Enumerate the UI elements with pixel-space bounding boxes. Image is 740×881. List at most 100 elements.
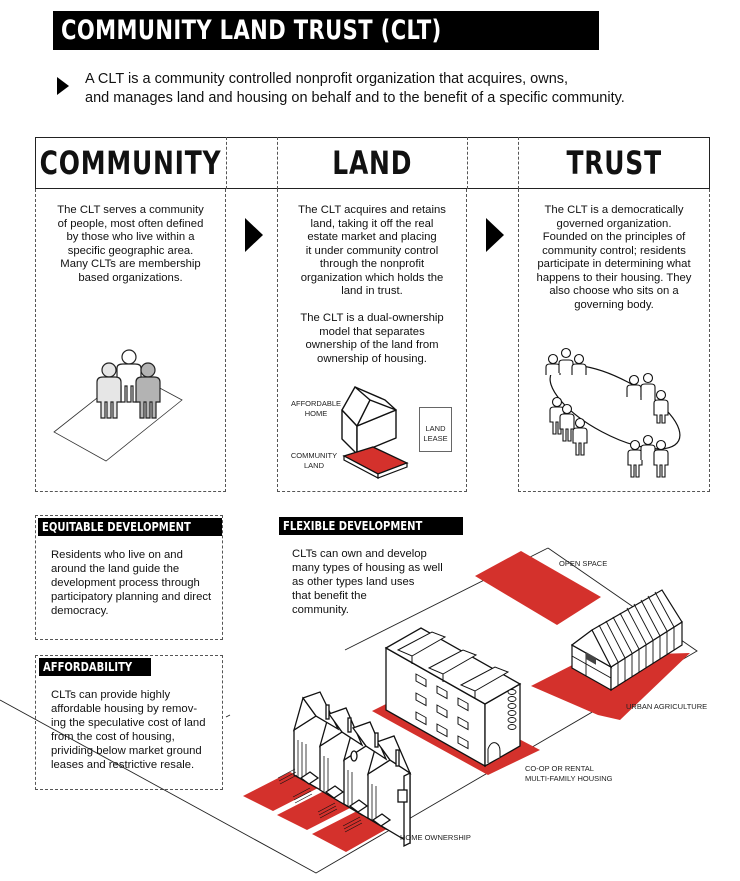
intro-text: A CLT is a community controlled nonprofi…: [85, 70, 725, 108]
text-line: CLTs can own and develop: [292, 548, 427, 560]
urban-agriculture-label: URBAN AGRICULTURE: [626, 702, 708, 711]
heading-trust: TRUST: [518, 137, 710, 189]
pillars-header-frame: [35, 137, 710, 189]
rowhouses-icon: [292, 691, 412, 848]
text-line: ownership of housing.: [317, 352, 427, 365]
home-ownership-label: HOME OWNERSHIP: [400, 833, 471, 842]
text-line: democracy.: [51, 605, 109, 617]
text-line: that benefit the: [292, 590, 367, 602]
text-line: based organizations.: [78, 271, 183, 284]
text-line: by those who live within a: [66, 231, 195, 243]
text-line: The CLT is a democratically: [544, 204, 684, 216]
community-description: The CLT serves a community of people, mo…: [40, 204, 221, 285]
land-description: The CLT acquires and retains land, takin…: [281, 204, 463, 299]
open-space-label: OPEN SPACE: [559, 559, 608, 568]
text-line: Founded on the principles of: [542, 231, 686, 243]
title-text: COMMUNITY LAND TRUST (CLT): [61, 15, 442, 46]
text-line: land in trust.: [341, 285, 403, 297]
text-line: Many CLTs are membership: [60, 258, 201, 270]
open-space-parcel: [475, 551, 601, 625]
trust-description: The CLT is a democratically governed org…: [522, 204, 706, 312]
text-line: from the cost of housing,: [51, 731, 175, 743]
page-title: COMMUNITY LAND TRUST (CLT): [53, 11, 599, 50]
text-line: through the nonprofit: [319, 258, 425, 270]
divider: [277, 137, 278, 189]
text-line: development process through: [51, 577, 200, 589]
land-dual-ownership: The CLT is a dual-ownership model that s…: [281, 312, 463, 366]
label-line: LAND: [425, 424, 446, 433]
text-line: estate market and placing: [307, 231, 437, 243]
text-line: land, taking it off the real: [310, 217, 434, 230]
equitable-development-panel: [35, 515, 223, 640]
bullet-arrow-icon: [57, 77, 69, 95]
flexible-development-text: CLTs can own and develop many types of h…: [292, 547, 452, 617]
tag-text: FLEXIBLE DEVELOPMENT: [283, 518, 423, 533]
label-line: MULTI-FAMILY HOUSING: [525, 774, 613, 783]
text-line: of people, most often defined: [57, 217, 204, 230]
text-line: ownership of the land from: [305, 339, 439, 351]
apartment-building-icon: [384, 627, 522, 768]
tag-text: EQUITABLE DEVELOPMENT: [42, 519, 191, 534]
coop-rental-label: CO-OP OR RENTAL MULTI-FAMILY HOUSING: [525, 764, 613, 784]
flexible-development-tag: FLEXIBLE DEVELOPMENT: [279, 517, 463, 535]
text-line: The CLT is a dual-ownership: [300, 312, 444, 324]
divider: [226, 137, 227, 189]
land-panel: [277, 189, 467, 492]
board-table-icon: [545, 347, 681, 478]
label-line: LAND: [303, 460, 324, 470]
people-on-land-icon: [53, 349, 183, 462]
text-line: The CLT acquires and retains: [298, 204, 446, 216]
equitable-development-text: Residents who live on and around the lan…: [51, 548, 223, 618]
text-line: many types of housing as well: [292, 562, 443, 574]
text-line: CLTs can provide highly: [51, 689, 171, 701]
greenhouse-icon: [570, 589, 683, 692]
text-line: organization which holds the: [300, 271, 444, 284]
text-line: specific geographic area.: [67, 244, 194, 257]
affordable-home-label: AFFORDABLE HOME: [286, 399, 346, 418]
text-line: Residents who live on and: [51, 549, 183, 561]
text-line: model that separates: [319, 325, 425, 338]
text-line: leases and restrictive resale.: [51, 759, 195, 771]
arrow-right-icon: [245, 218, 263, 252]
affordability-panel: [35, 655, 223, 790]
equitable-development-tag: EQUITABLE DEVELOPMENT: [38, 518, 222, 536]
label-line: LEASE: [423, 433, 448, 443]
text-line: The CLT serves a community: [57, 204, 204, 216]
community-panel: [35, 189, 226, 492]
text-line: it under community control: [305, 244, 439, 257]
heading-community: COMMUNITY: [35, 137, 226, 189]
trust-panel: [518, 189, 710, 492]
text-line: governed organization.: [556, 217, 672, 230]
heading-text: TRUST: [566, 144, 662, 182]
label-line: HOME: [304, 408, 328, 418]
text-line: as other types land uses: [292, 576, 415, 588]
text-line: happens to their housing. They: [536, 271, 692, 284]
divider: [467, 137, 468, 189]
arrow-right-icon: [486, 218, 504, 252]
text-line: community control; residents: [542, 244, 686, 257]
text-line: governing body.: [574, 298, 654, 311]
heading-text: LAND: [332, 144, 412, 182]
heading-land: LAND: [277, 137, 467, 189]
affordability-tag: AFFORDABILITY: [39, 658, 151, 676]
text-line: prividing below market ground: [51, 745, 202, 757]
affordability-text: CLTs can provide highly affordable housi…: [51, 688, 223, 772]
land-lease-document: [419, 407, 452, 452]
text-line: participate in determining what: [537, 258, 691, 270]
label-line: CO-OP OR RENTAL: [525, 764, 594, 773]
text-line: community.: [292, 604, 349, 616]
text-line: also choose who sits on a: [549, 285, 679, 297]
text-line: affordable housing by remov-: [51, 703, 198, 715]
label-line: AFFORDABLE: [290, 399, 341, 408]
divider: [518, 137, 519, 189]
label-line: COMMUNITY: [290, 451, 338, 460]
tag-text: AFFORDABILITY: [43, 659, 133, 674]
text-line: around the land guide the: [51, 563, 180, 575]
intro-line-2: and manages land and housing on behalf a…: [85, 90, 625, 106]
house-and-land-icon: [341, 386, 409, 479]
text-line: ing the speculative cost of land: [51, 717, 206, 729]
land-lease-label: LAND LEASE: [419, 424, 452, 443]
intro-line-1: A CLT is a community controlled nonprofi…: [85, 71, 569, 87]
heading-text: COMMUNITY: [39, 144, 222, 182]
